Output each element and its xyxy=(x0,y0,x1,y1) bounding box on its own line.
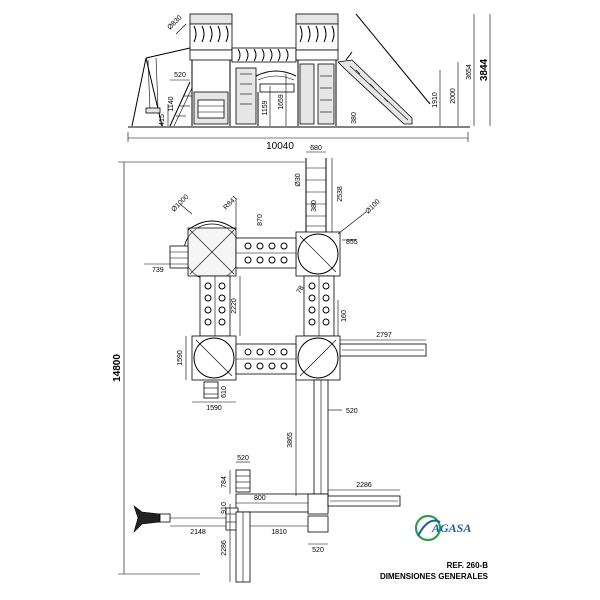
climbing-net xyxy=(169,81,193,127)
slide-elevation xyxy=(337,51,413,125)
ladder-top xyxy=(305,158,327,232)
dim-1590-vertical: 1590 xyxy=(177,350,184,366)
dim-1590-horizontal: 1590 xyxy=(206,405,222,412)
dim-total-height: 3844 xyxy=(479,58,490,81)
dim-855: 855 xyxy=(346,239,358,246)
dim-680: 680 xyxy=(310,145,322,152)
bridge-long xyxy=(313,379,329,497)
agasa-logo: AGASA xyxy=(414,514,471,542)
dim-910: 910 xyxy=(221,502,228,514)
dim-1159: 1159 xyxy=(262,100,269,115)
tower-bottom-right xyxy=(295,335,341,381)
dim-610: 610 xyxy=(221,386,228,398)
reference-number: REF. 260-B xyxy=(447,561,489,570)
dim-d30: Ø30 xyxy=(295,173,302,186)
dim-r841: R841 xyxy=(222,195,239,212)
dim-2148: 2148 xyxy=(190,529,206,536)
stair-bottom-left xyxy=(203,381,219,399)
dim-2286-horizontal: 2286 xyxy=(356,482,372,489)
drawing-title: DIMENSIONES GENERALES xyxy=(380,572,489,581)
left-tower xyxy=(189,13,233,126)
dim-870: 870 xyxy=(257,214,264,226)
bridge-top xyxy=(235,237,297,269)
dim-520-elev: 520 xyxy=(174,72,186,79)
dim-380-elev: 380 xyxy=(351,112,358,124)
dim-1659: 1659 xyxy=(278,94,285,110)
dim-1140: 1140 xyxy=(168,96,175,111)
dim-slide-top: 2000 xyxy=(450,88,457,104)
bridge-left xyxy=(199,275,231,337)
stair-lower-left xyxy=(235,469,251,493)
dim-520-lower: 520 xyxy=(237,455,249,462)
dim-roof-height: 3654 xyxy=(466,64,473,80)
dim-2797: 2797 xyxy=(376,332,392,339)
slide-lower-right xyxy=(327,495,401,507)
dim-160: 160 xyxy=(341,310,348,322)
dim-1810: 1810 xyxy=(271,529,287,536)
tower-bottom-left xyxy=(191,335,237,381)
slide-right xyxy=(339,343,427,357)
dim-800: 800 xyxy=(254,495,266,502)
dim-2220: 2220 xyxy=(231,298,238,314)
tower-top-right xyxy=(295,231,341,277)
spring-rocker xyxy=(133,505,226,534)
dim-739: 739 xyxy=(152,267,164,274)
dim-total-length: 14800 xyxy=(112,354,123,382)
slide-bottom xyxy=(235,511,251,583)
dim-784: 784 xyxy=(221,476,228,488)
dim-78: 78 xyxy=(296,285,306,295)
dim-520-bridge: 520 xyxy=(346,408,358,415)
dim-2286-vertical: 2286 xyxy=(221,540,228,556)
dim-3865: 3865 xyxy=(287,432,294,448)
central-bridge xyxy=(231,47,297,126)
elevation-view xyxy=(127,13,491,142)
dim-380-ladder: 380 xyxy=(311,200,318,212)
step-bottom-right xyxy=(307,515,329,533)
dim-d100: Ø100 xyxy=(364,198,381,215)
swing-frame xyxy=(131,47,191,127)
dim-2538: 2538 xyxy=(337,186,344,202)
dim-415: 415 xyxy=(159,114,166,126)
tower-top-left xyxy=(183,220,241,281)
bridge-right xyxy=(303,275,335,337)
svg-text:AGASA: AGASA xyxy=(431,521,471,535)
dim-520-bottom: 520 xyxy=(312,547,324,554)
platform-lower xyxy=(235,493,329,515)
right-tower xyxy=(295,13,339,126)
dim-total-width: 10040 xyxy=(266,141,294,152)
dim-platform-height: 1910 xyxy=(432,92,439,108)
bridge-middle xyxy=(235,343,297,375)
stair-left xyxy=(169,245,189,269)
plan-view xyxy=(118,151,427,583)
